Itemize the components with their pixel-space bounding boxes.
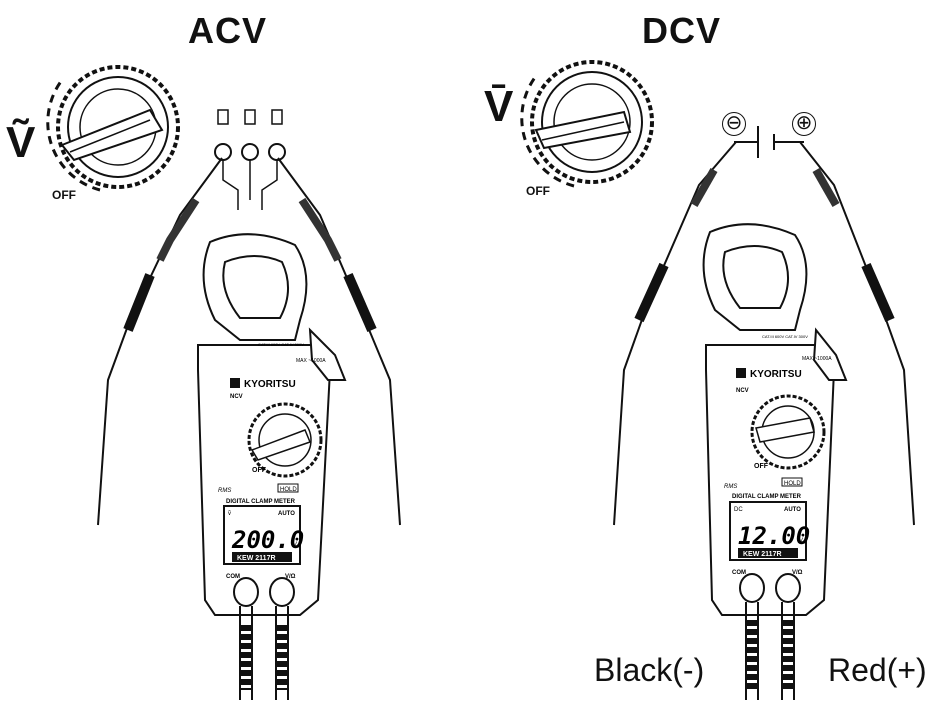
lcd-unit: V [293,542,297,548]
max-rating: MAX ~1000A [296,358,326,364]
negative-terminal-icon: ⊖ [722,112,746,136]
dcv-plugs-and-leads [739,573,801,700]
dcv-lcd-auto: AUTO [784,507,801,513]
black-probe-lead [97,157,223,526]
dc-source-battery-icon [734,126,804,158]
dcv-black-probe-lead [613,141,737,526]
dcv-lcd-reading: 12.00 [738,522,810,550]
dcv-meter-off-label: OFF [754,463,769,470]
meter-off-label: OFF [252,467,267,474]
dcv-red-probe-lead [799,141,915,526]
dcv-vohm-terminal-label: V/Ω [792,570,803,576]
dc-voltage-symbol: V̄ [484,82,514,131]
red-lead-label: Red(+) [828,652,927,688]
lcd-reading: 200.0 [231,526,304,554]
rotary-dial-icon [56,65,180,189]
plugs-and-leads [233,577,295,700]
dcv-meter-selector-dial-icon [750,394,826,470]
dcv-lcd-unit: V [799,538,803,544]
acv-title: ACV [188,10,268,51]
red-probe-lead [277,157,401,526]
positive-terminal-icon: ⊕ [792,112,816,136]
model-header: DIGITAL CLAMP METER [226,499,296,505]
dcv-panel: DCV V̄ OFF ⊖ ⊕ Black(-) Red(+) [474,0,948,717]
dcv-hold-button-label: HOLD [784,481,801,487]
dcv-brand-label: KYORITSU [750,369,802,380]
dcv-title: DCV [642,10,722,51]
ac-source-terminals-icon [214,109,286,210]
black-lead-label: Black(-) [594,652,705,688]
lcd-mode: ṽ [228,511,231,517]
dcv-model-label: KEW 2117R [743,551,782,558]
cat-rating: CAT.III 600V CAT.IV 300V [258,342,304,347]
lcd-auto: AUTO [278,511,295,517]
dcv-rms-label: RMS [724,484,737,490]
kyoritsu-logo [230,378,240,388]
dcv-lcd-mode: DC [734,507,743,513]
model-label: KEW 2117R [237,555,276,562]
dcv-cat-rating: CAT.III 600V CAT.IV 300V [762,334,808,339]
dial-off-label: OFF [52,188,76,202]
meter-selector-dial-icon [247,402,323,478]
dial-dashed-arc [46,79,101,192]
vohm-terminal-label: V/Ω [285,574,296,580]
dcv-kyoritsu-logo [736,368,746,378]
brand-label: KYORITSU [244,379,296,390]
dcv-model-header: DIGITAL CLAMP METER [732,494,802,500]
com-terminal-label: COM [226,574,240,580]
dcv-max-rating: MAX ~1000A [802,356,832,362]
ac-voltage-symbol: Ṽ [6,118,36,167]
acv-illustration: CAT.III 600V CAT.IV 300V MAX ~1000A KYOR… [46,65,401,700]
acv-panel: ACV Ṽ OFF [6,10,401,700]
dcv-ncv-label: NCV [736,388,749,394]
dcv-rotary-dial-icon [530,60,654,184]
dcv-illustration: CAT.III 600V CAT.IV 300V MAX ~1000A KYOR… [520,60,915,700]
dcv-dial-dashed-arc [520,75,575,188]
hold-button-label: HOLD [280,487,297,493]
dcv-dial-off-label: OFF [526,184,550,198]
dcv-com-terminal-label: COM [732,570,746,576]
rms-label: RMS [218,488,231,494]
ncv-label: NCV [230,394,243,400]
